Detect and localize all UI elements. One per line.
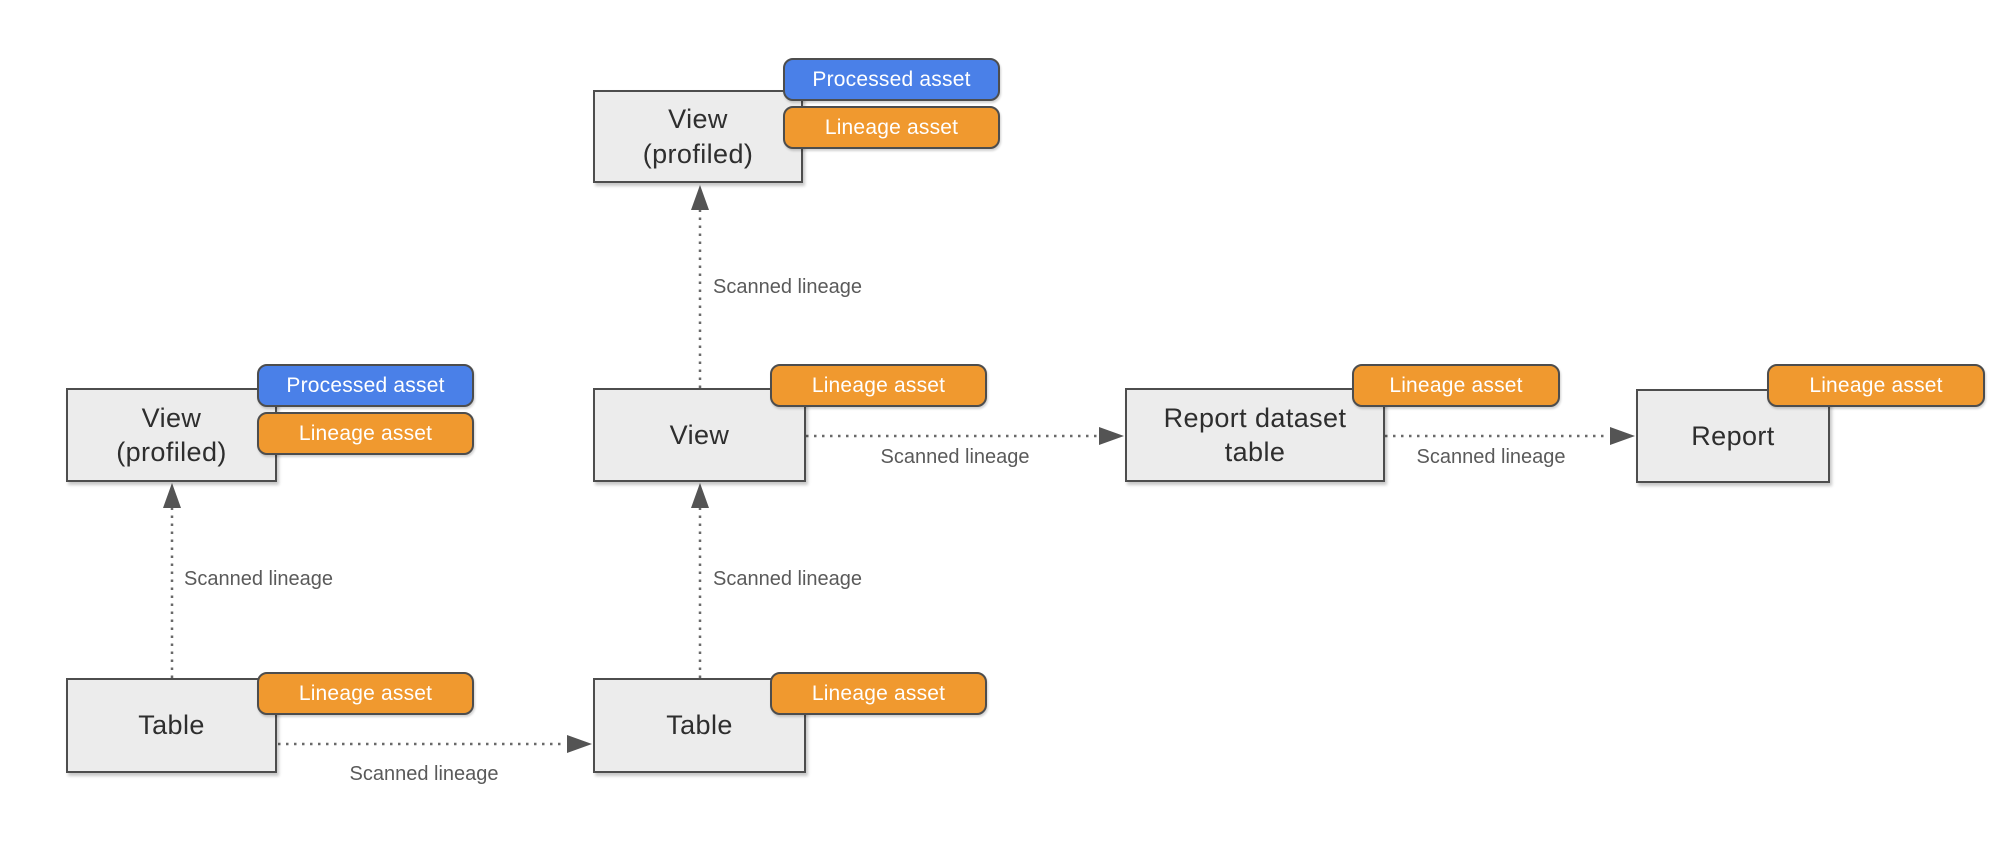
badge-lineage-asset: Lineage asset	[257, 672, 474, 715]
node-table-left: Table	[66, 678, 277, 773]
arrowhead-up-icon	[691, 185, 709, 210]
node-report: Report	[1636, 389, 1830, 483]
edge-report-dataset-table-to-report	[1385, 427, 1635, 445]
node-report-dataset-table: Report dataset table	[1125, 388, 1385, 482]
edge-table-center-to-view-center	[691, 483, 709, 678]
badge-lineage-asset: Lineage asset	[783, 106, 1000, 149]
node-report-dataset-table-label: Report dataset table	[1163, 402, 1347, 467]
badge-lineage-asset-label: Lineage asset	[298, 681, 433, 705]
arrowhead-right-icon	[1610, 427, 1635, 445]
edge-view-center-to-view-profiled-top	[691, 185, 709, 388]
badge-processed-asset: Processed asset	[257, 364, 474, 407]
edge-label-scanned-lineage: Scanned lineage	[713, 276, 863, 298]
node-report-label: Report	[1691, 420, 1775, 451]
edge-table-left-to-view-profiled-left	[163, 483, 181, 678]
badge-lineage-asset: Lineage asset	[1767, 364, 1985, 407]
node-view-profiled-top: View (profiled)	[593, 90, 803, 183]
node-view-profiled-left-label: View (profiled)	[116, 402, 227, 467]
edge-label-scanned-lineage: Scanned lineage	[880, 446, 1030, 468]
node-table-left-label: Table	[138, 710, 205, 741]
badge-lineage-asset-label: Lineage asset	[1389, 373, 1523, 397]
badge-lineage-asset-label: Lineage asset	[811, 681, 946, 705]
edge-table-left-to-table-center	[278, 735, 592, 753]
node-table-center-label: Table	[666, 710, 733, 741]
arrowhead-right-icon	[1099, 427, 1124, 445]
edge-label-scanned-lineage: Scanned lineage	[1416, 446, 1566, 468]
badge-processed-asset-label: Processed asset	[812, 67, 971, 91]
node-view-center: View	[593, 388, 806, 482]
edge-view-center-to-report-dataset-table	[806, 427, 1124, 445]
arrowhead-right-icon	[567, 735, 592, 753]
node-view-profiled-top-label: View (profiled)	[642, 104, 754, 169]
arrowhead-up-icon	[163, 483, 181, 508]
badge-lineage-asset-label: Lineage asset	[811, 373, 946, 397]
edge-label-scanned-lineage: Scanned lineage	[349, 763, 499, 785]
badge-lineage-asset: Lineage asset	[1352, 364, 1560, 407]
node-view-center-label: View	[669, 419, 730, 450]
edge-label-scanned-lineage: Scanned lineage	[713, 568, 863, 590]
edge-label-scanned-lineage: Scanned lineage	[184, 568, 334, 590]
badge-processed-asset: Processed asset	[783, 58, 1000, 101]
badge-lineage-asset: Lineage asset	[770, 364, 987, 407]
badge-processed-asset-label: Processed asset	[286, 373, 445, 397]
badge-lineage-asset-label: Lineage asset	[1809, 373, 1943, 397]
badge-lineage-asset-label: Lineage asset	[824, 115, 959, 139]
node-view-profiled-left: View (profiled)	[66, 388, 277, 482]
badge-lineage-asset: Lineage asset	[770, 672, 987, 715]
badge-lineage-asset: Lineage asset	[257, 412, 474, 455]
arrowhead-up-icon	[691, 483, 709, 508]
badge-lineage-asset-label: Lineage asset	[298, 421, 433, 445]
